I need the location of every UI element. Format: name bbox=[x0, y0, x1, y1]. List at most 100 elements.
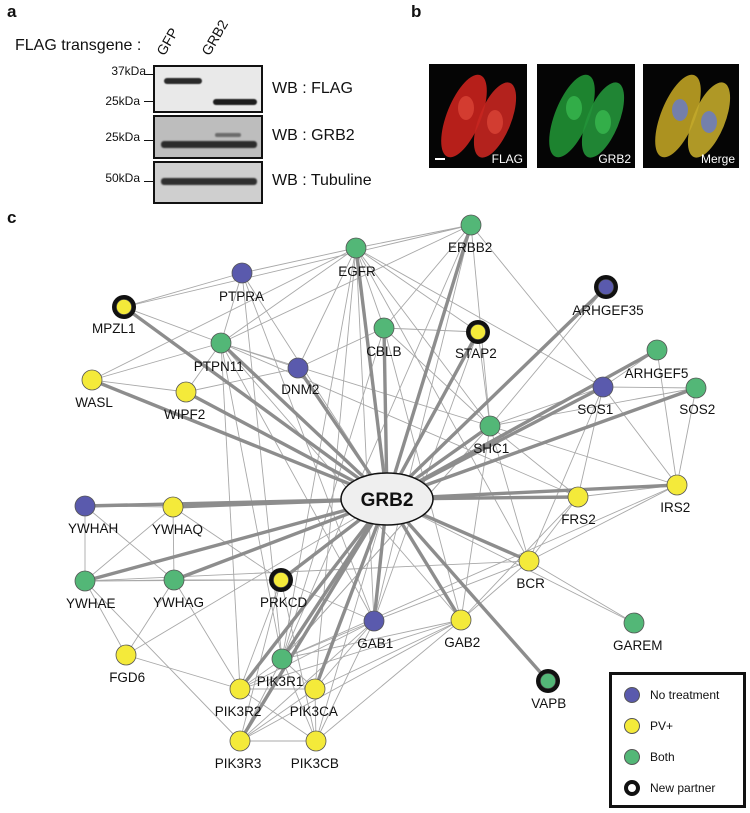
edge-grb2-sos2 bbox=[386, 386, 697, 501]
edge-grb2-erbb2 bbox=[385, 224, 473, 500]
edge-ptpn11-shc1 bbox=[220, 342, 491, 427]
edge-egfr-wasl bbox=[91, 247, 357, 381]
micrograph-grb2: GRB2 bbox=[537, 64, 635, 168]
node-label-prkcd: PRKCD bbox=[260, 595, 308, 610]
node-label-ywhae: YWHAE bbox=[66, 596, 116, 611]
edge-grb2-fgd6 bbox=[125, 498, 388, 656]
marker-25kda: 25kDa bbox=[105, 130, 140, 144]
node-frs2 bbox=[567, 486, 589, 508]
node-label-shc1: SHC1 bbox=[473, 441, 509, 456]
node-label-ywhaq: YWHAQ bbox=[152, 522, 203, 537]
edge-garem-bcr bbox=[528, 560, 635, 624]
edge-grb2-garem bbox=[386, 498, 635, 624]
edge-ywhae-pik3r3 bbox=[84, 580, 241, 742]
blot-flag bbox=[153, 65, 263, 113]
edge-grb2-vapb bbox=[385, 497, 550, 683]
node-fgd6 bbox=[115, 644, 137, 666]
node-shc1 bbox=[479, 415, 501, 437]
node-arhgef5 bbox=[646, 339, 668, 361]
node-label-pik3cb: PIK3CB bbox=[291, 756, 339, 771]
legend-item-no-treatment: No treatment bbox=[624, 685, 719, 705]
edge-sos1-sos2 bbox=[602, 386, 697, 389]
edge-bcr-gab2 bbox=[460, 560, 530, 621]
edge-grb2-pik3r2 bbox=[238, 497, 389, 691]
node-label-garem: GAREM bbox=[613, 638, 663, 653]
micrograph-merge: Merge bbox=[643, 64, 739, 168]
edge-gab2-pik3r3 bbox=[239, 619, 462, 742]
node-label-pik3r1: PIK3R1 bbox=[257, 674, 304, 689]
edge-gab1-pik3r2 bbox=[239, 620, 375, 690]
node-bcr bbox=[518, 550, 540, 572]
node-ptpra bbox=[231, 262, 253, 284]
node-label-ywhah: YWHAH bbox=[68, 521, 118, 536]
edge-gab2-pik3ca bbox=[314, 619, 462, 690]
node-label-wasl: WASL bbox=[75, 395, 113, 410]
edge-sos1-frs2 bbox=[577, 386, 604, 498]
edge-irs2-pik3r1 bbox=[281, 484, 678, 660]
edge-ptpn11-gab1 bbox=[220, 342, 375, 622]
edge-sos1-shc1 bbox=[489, 386, 604, 427]
node-sos1 bbox=[592, 376, 614, 398]
node-vapb bbox=[540, 673, 556, 689]
edge-arhgef35-shc1 bbox=[489, 286, 607, 427]
node-ptpn11 bbox=[210, 332, 232, 354]
node-pik3r1 bbox=[271, 648, 293, 670]
edge-sos1-bcr bbox=[528, 386, 604, 562]
panel-b-letter: b bbox=[411, 2, 422, 21]
edge-gab1-pik3r1 bbox=[281, 620, 375, 660]
node-label-ywhag: YWHAG bbox=[153, 595, 204, 610]
edge-gab1-pik3r3 bbox=[239, 620, 375, 742]
edge-grb2-ptpn11 bbox=[219, 341, 389, 501]
edge-egfr-pik3ca bbox=[314, 247, 357, 690]
node-cblb bbox=[373, 317, 395, 339]
edge-egfr-gab1 bbox=[355, 247, 375, 622]
edge-stap2-shc1 bbox=[477, 331, 491, 427]
node-label-gab2: GAB2 bbox=[444, 635, 480, 650]
legend-ring-new-partner bbox=[624, 780, 640, 796]
edge-gab2-pik3cb bbox=[315, 619, 462, 742]
edge-prkcd-pik3r2 bbox=[239, 579, 282, 690]
node-label-pik3r2: PIK3R2 bbox=[215, 704, 262, 719]
edge-ptpn11-ptpra bbox=[220, 272, 243, 344]
node-label-dnm2: DNM2 bbox=[281, 382, 319, 397]
edge-gab1-pik3ca bbox=[314, 620, 375, 690]
edge-grb2-egfr bbox=[354, 247, 389, 500]
edge-egfr-cblb bbox=[355, 247, 385, 329]
edge-dnm2-cblb bbox=[297, 327, 385, 369]
node-wipf2 bbox=[175, 381, 197, 403]
legend-dot-both bbox=[624, 749, 640, 765]
node-irs2 bbox=[666, 474, 688, 496]
node-label-vapb: VAPB bbox=[531, 696, 566, 711]
marker-25kda: 25kDa bbox=[105, 94, 140, 108]
edge-sos1-irs2 bbox=[602, 386, 678, 486]
node-label-mpzl1: MPZL1 bbox=[92, 321, 136, 336]
blot-band bbox=[215, 133, 241, 137]
edge-egfr-erbb2 bbox=[355, 224, 472, 249]
edge-egfr-bcr bbox=[355, 247, 530, 562]
node-egfr bbox=[345, 237, 367, 259]
edge-egfr-pik3r1 bbox=[281, 247, 357, 660]
edge-bcr-ywhae bbox=[84, 560, 530, 582]
node-label-sos2: SOS2 bbox=[679, 402, 715, 417]
blot-band bbox=[213, 99, 257, 105]
legend-label: No treatment bbox=[650, 688, 720, 702]
marker-50kda: 50kDa bbox=[105, 171, 140, 185]
edge-grb2-pik3cb bbox=[315, 498, 388, 742]
blot-band bbox=[161, 178, 257, 185]
micrograph-grb2-cells bbox=[549, 74, 625, 158]
edge-pik3r3-pik3ca bbox=[239, 688, 316, 742]
node-label-stap2: STAP2 bbox=[455, 346, 497, 361]
node-arhgef35 bbox=[598, 279, 614, 295]
node-label-frs2: FRS2 bbox=[561, 512, 596, 527]
node-pik3cb bbox=[305, 730, 327, 752]
edge-mpzl1-ptpra bbox=[123, 272, 243, 308]
legend-label: Both bbox=[650, 750, 675, 764]
edge-erbb2-pik3r1 bbox=[281, 224, 472, 660]
edge-wasl-ptpn11 bbox=[91, 342, 222, 381]
edge-erbb2-gab1 bbox=[373, 224, 472, 622]
edge-ptpn11-frs2 bbox=[220, 342, 579, 498]
node-pik3ca bbox=[304, 678, 326, 700]
node-stap2 bbox=[470, 324, 486, 340]
edge-egfr-ptpra bbox=[241, 247, 357, 274]
